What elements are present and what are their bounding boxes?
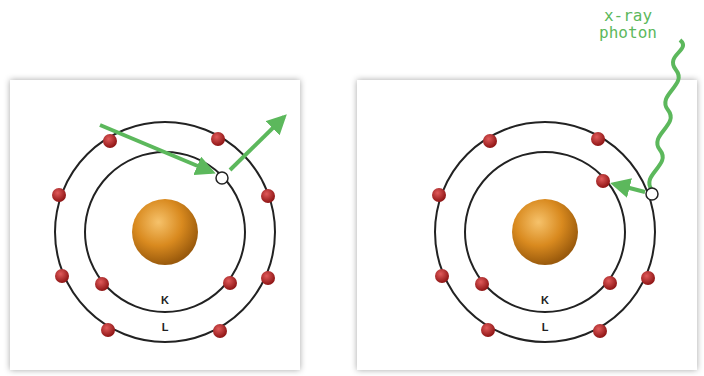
photon-label: x-ray photon	[593, 7, 663, 41]
ejected-arrow	[230, 117, 284, 170]
nucleus	[512, 199, 578, 265]
l-shell	[435, 122, 655, 342]
l-shell	[55, 122, 275, 342]
incoming-arrow	[100, 125, 212, 172]
vacancy	[646, 188, 658, 200]
k-shell	[465, 152, 625, 312]
shell-label: K	[541, 294, 549, 306]
electrons	[432, 132, 655, 338]
shell-label: L	[162, 321, 169, 333]
electrons	[52, 132, 275, 338]
panel	[10, 80, 300, 370]
vacancy	[216, 172, 228, 184]
photon-wave	[649, 40, 683, 190]
panel	[357, 80, 697, 370]
shell-label: L	[542, 321, 549, 333]
transition-arrow	[614, 184, 645, 192]
shell-label: K	[161, 294, 169, 306]
nucleus	[132, 199, 198, 265]
k-shell	[85, 152, 245, 312]
